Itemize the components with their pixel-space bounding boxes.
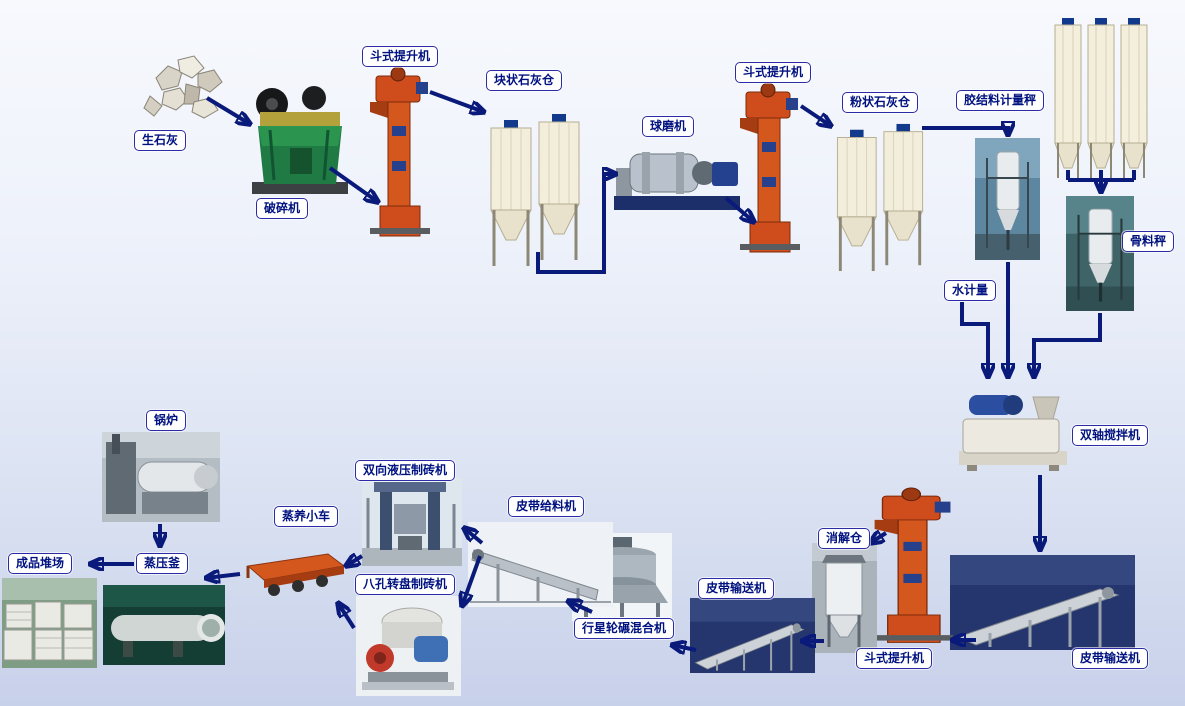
label-aggregate-scale: 骨料秤 — [1122, 231, 1175, 252]
label-belt-feeder: 皮带给料机 — [508, 496, 585, 517]
tall-silos-icon — [1054, 18, 1148, 178]
bucket-elevator-2-illustration — [738, 82, 803, 257]
bucket-elevator-icon — [370, 66, 430, 237]
belt-feeder-illustration — [468, 522, 613, 607]
twin-silo-icon — [490, 114, 580, 266]
mixer-icon — [959, 395, 1067, 471]
label-rotary-brick-machine: 八孔转盘制砖机 — [355, 574, 456, 595]
powder-lime-silo-illustration — [833, 122, 928, 272]
cart-icon — [246, 553, 346, 596]
arrow-powder-silo-to-binder-scale — [922, 128, 1008, 135]
label-quicklime: 生石灰 — [134, 130, 187, 151]
label-autoclave: 蒸压釜 — [136, 553, 189, 574]
conveyor-icon — [950, 555, 1135, 650]
label-digestion-silo: 消解仓 — [818, 528, 871, 549]
label-powder-lime-silo: 粉状石灰仓 — [842, 92, 919, 113]
brick-stacks-icon — [2, 578, 97, 668]
label-product-yard: 成品堆场 — [8, 553, 73, 574]
label-bucket-elevator-3: 斗式提升机 — [856, 648, 933, 669]
boiler-illustration — [102, 432, 220, 522]
label-hydraulic-brick-machine: 双向液压制砖机 — [355, 460, 456, 481]
bucket-elevator-3-illustration — [872, 487, 957, 647]
belt-conveyor-mid-illustration — [690, 598, 815, 673]
digestion-silo-illustration — [812, 543, 877, 653]
metering-scale-icon — [1066, 196, 1134, 311]
boiler-icon — [102, 432, 220, 522]
metering-scale-icon — [975, 138, 1040, 260]
steam-cart-illustration — [240, 548, 350, 600]
jaw-crusher-icon — [252, 86, 348, 194]
label-ball-mill: 球磨机 — [642, 116, 695, 137]
label-binder-scale: 胶结料计量秤 — [956, 90, 1045, 111]
autoclave-icon — [103, 585, 225, 665]
arrow-rotary-machine-to-cart — [338, 603, 356, 630]
product-yard-illustration — [2, 578, 97, 668]
rotary-press-icon — [356, 596, 461, 696]
label-steam-cart: 蒸养小车 — [274, 506, 339, 527]
label-water-meter: 水计量 — [944, 280, 997, 301]
rock-pile-icon — [143, 55, 223, 119]
arrow-aggregate-scale-to-mixer — [1034, 313, 1102, 377]
crusher-illustration — [250, 82, 350, 197]
silo-icon — [812, 543, 877, 653]
label-belt-conveyor-mid: 皮带输送机 — [698, 578, 775, 599]
label-twin-shaft-mixer: 双轴搅拌机 — [1072, 425, 1149, 446]
twin-shaft-mixer-illustration — [955, 385, 1073, 473]
hydraulic-brick-machine-illustration — [362, 478, 462, 566]
rotary-brick-machine-illustration — [356, 596, 461, 696]
label-boiler: 锅炉 — [146, 410, 187, 431]
label-bucket-elevator-2: 斗式提升机 — [735, 62, 812, 83]
bucket-elevator-icon — [740, 82, 800, 253]
label-planetary-mixer: 行星轮碾混合机 — [574, 618, 675, 639]
quicklime-illustration — [138, 48, 233, 126]
press-machine-icon — [362, 478, 462, 566]
arrow-elevator1-to-lump-silo — [429, 90, 484, 112]
bucket-elevator-icon — [874, 487, 954, 643]
label-lump-lime-silo: 块状石灰仓 — [486, 70, 563, 91]
arrow-cart-to-autoclave — [206, 574, 241, 578]
label-belt-conveyor-right: 皮带输送机 — [1072, 648, 1149, 669]
lump-lime-silo-illustration — [488, 112, 583, 267]
ball-mill-icon — [614, 152, 740, 210]
belt-conveyor-right-illustration — [950, 555, 1135, 650]
arrow-water-to-mixer — [960, 302, 988, 377]
feeder-icon — [468, 522, 613, 607]
aggregate-scale-illustration — [1066, 196, 1134, 311]
twin-silo-icon — [836, 123, 924, 272]
ball-mill-illustration — [612, 138, 742, 216]
arrow-elevator2-to-powder-silo — [799, 104, 831, 126]
binder-scale-illustration — [975, 138, 1040, 260]
conveyor-icon — [690, 598, 815, 673]
storage-silos-illustration — [1052, 18, 1152, 183]
autoclave-illustration — [103, 585, 225, 665]
label-bucket-elevator-1: 斗式提升机 — [362, 46, 439, 67]
label-crusher: 破碎机 — [256, 198, 309, 219]
bucket-elevator-1-illustration — [368, 66, 433, 241]
